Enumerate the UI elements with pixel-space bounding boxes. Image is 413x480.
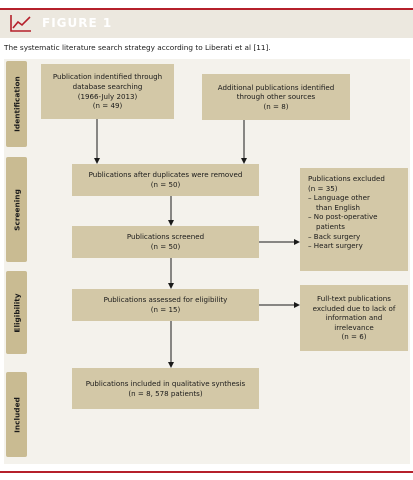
box-other-sources-line2: through other sources	[236, 92, 316, 102]
box-eligibility: Publications assessed for eligibility (n…	[72, 289, 259, 321]
box-eligibility-line1: Publications assessed for eligibility	[103, 295, 228, 305]
box-database-search-line1: Publication indentified through	[52, 72, 163, 82]
box-duplicates-removed: Publications after duplicates were remov…	[72, 164, 259, 196]
box-other-sources: Additional publications identified throu…	[202, 74, 350, 120]
box-fulltext-excluded-line3: information and	[325, 313, 383, 323]
figure-label: FIGURE 1	[42, 16, 113, 30]
box-fulltext-excluded-line1: Full-text publications	[317, 294, 391, 304]
box-eligibility-line2: (n = 15)	[150, 305, 181, 314]
box-included-line2: (n = 8, 578 patients)	[128, 388, 203, 398]
box-excluded-line2: (n = 35)	[308, 183, 338, 193]
stage-included: Included	[6, 372, 27, 457]
stage-identification: Identification	[6, 61, 27, 147]
box-database-search-line2: database searching	[72, 81, 143, 91]
box-excluded-line7: – Back surgery	[308, 231, 361, 241]
box-excluded-line6: patients	[316, 221, 345, 231]
box-database-search-line4: (n = 49)	[92, 101, 123, 111]
box-excluded-line1: Publications excluded	[308, 174, 385, 183]
bottom-rule	[0, 471, 413, 473]
box-other-sources-line3: (n = 8)	[263, 101, 289, 111]
box-included: Publications included in qualitative syn…	[72, 368, 259, 409]
box-fulltext-excluded-line5: (n = 6)	[341, 332, 367, 342]
flow-arrows	[94, 119, 300, 368]
box-excluded-line5: – No post-operative	[308, 212, 378, 222]
box-fulltext-excluded-line4: irrelevance	[334, 322, 374, 332]
box-excluded-line4: than English	[316, 202, 360, 212]
box-duplicates-removed-line2: (n = 50)	[150, 180, 181, 189]
box-excluded: Publications excluded (n = 35) – Languag…	[300, 168, 408, 271]
box-fulltext-excluded: Full-text publications excluded due to l…	[300, 285, 408, 351]
box-duplicates-removed-line1: Publications after duplicates were remov…	[88, 170, 243, 180]
box-screened: Publications screened (n = 50)	[72, 226, 259, 258]
figure-header-bar: FIGURE 1	[0, 8, 413, 38]
line-chart-icon	[10, 15, 31, 32]
stage-screening: Screening	[6, 157, 27, 262]
box-excluded-line8: – Heart surgery	[308, 241, 363, 251]
box-excluded-line3: – Language other	[308, 193, 370, 203]
box-included-line1: Publications included in qualitative syn…	[85, 378, 246, 388]
box-other-sources-line1: Additional publications identified	[217, 82, 335, 92]
box-screened-line1: Publications screened	[126, 232, 205, 242]
flow-diagram-panel: Identification Screening Eligibility Inc…	[4, 59, 410, 464]
box-fulltext-excluded-line2: excluded due to lack of	[312, 303, 396, 313]
figure-caption: The systematic literature search strateg…	[4, 43, 271, 52]
box-database-search-line3: (1966-July 2013)	[77, 91, 138, 101]
stage-eligibility: Eligibility	[6, 271, 27, 354]
box-database-search: Publication indentified through database…	[41, 64, 174, 119]
box-screened-line2: (n = 50)	[150, 242, 181, 251]
